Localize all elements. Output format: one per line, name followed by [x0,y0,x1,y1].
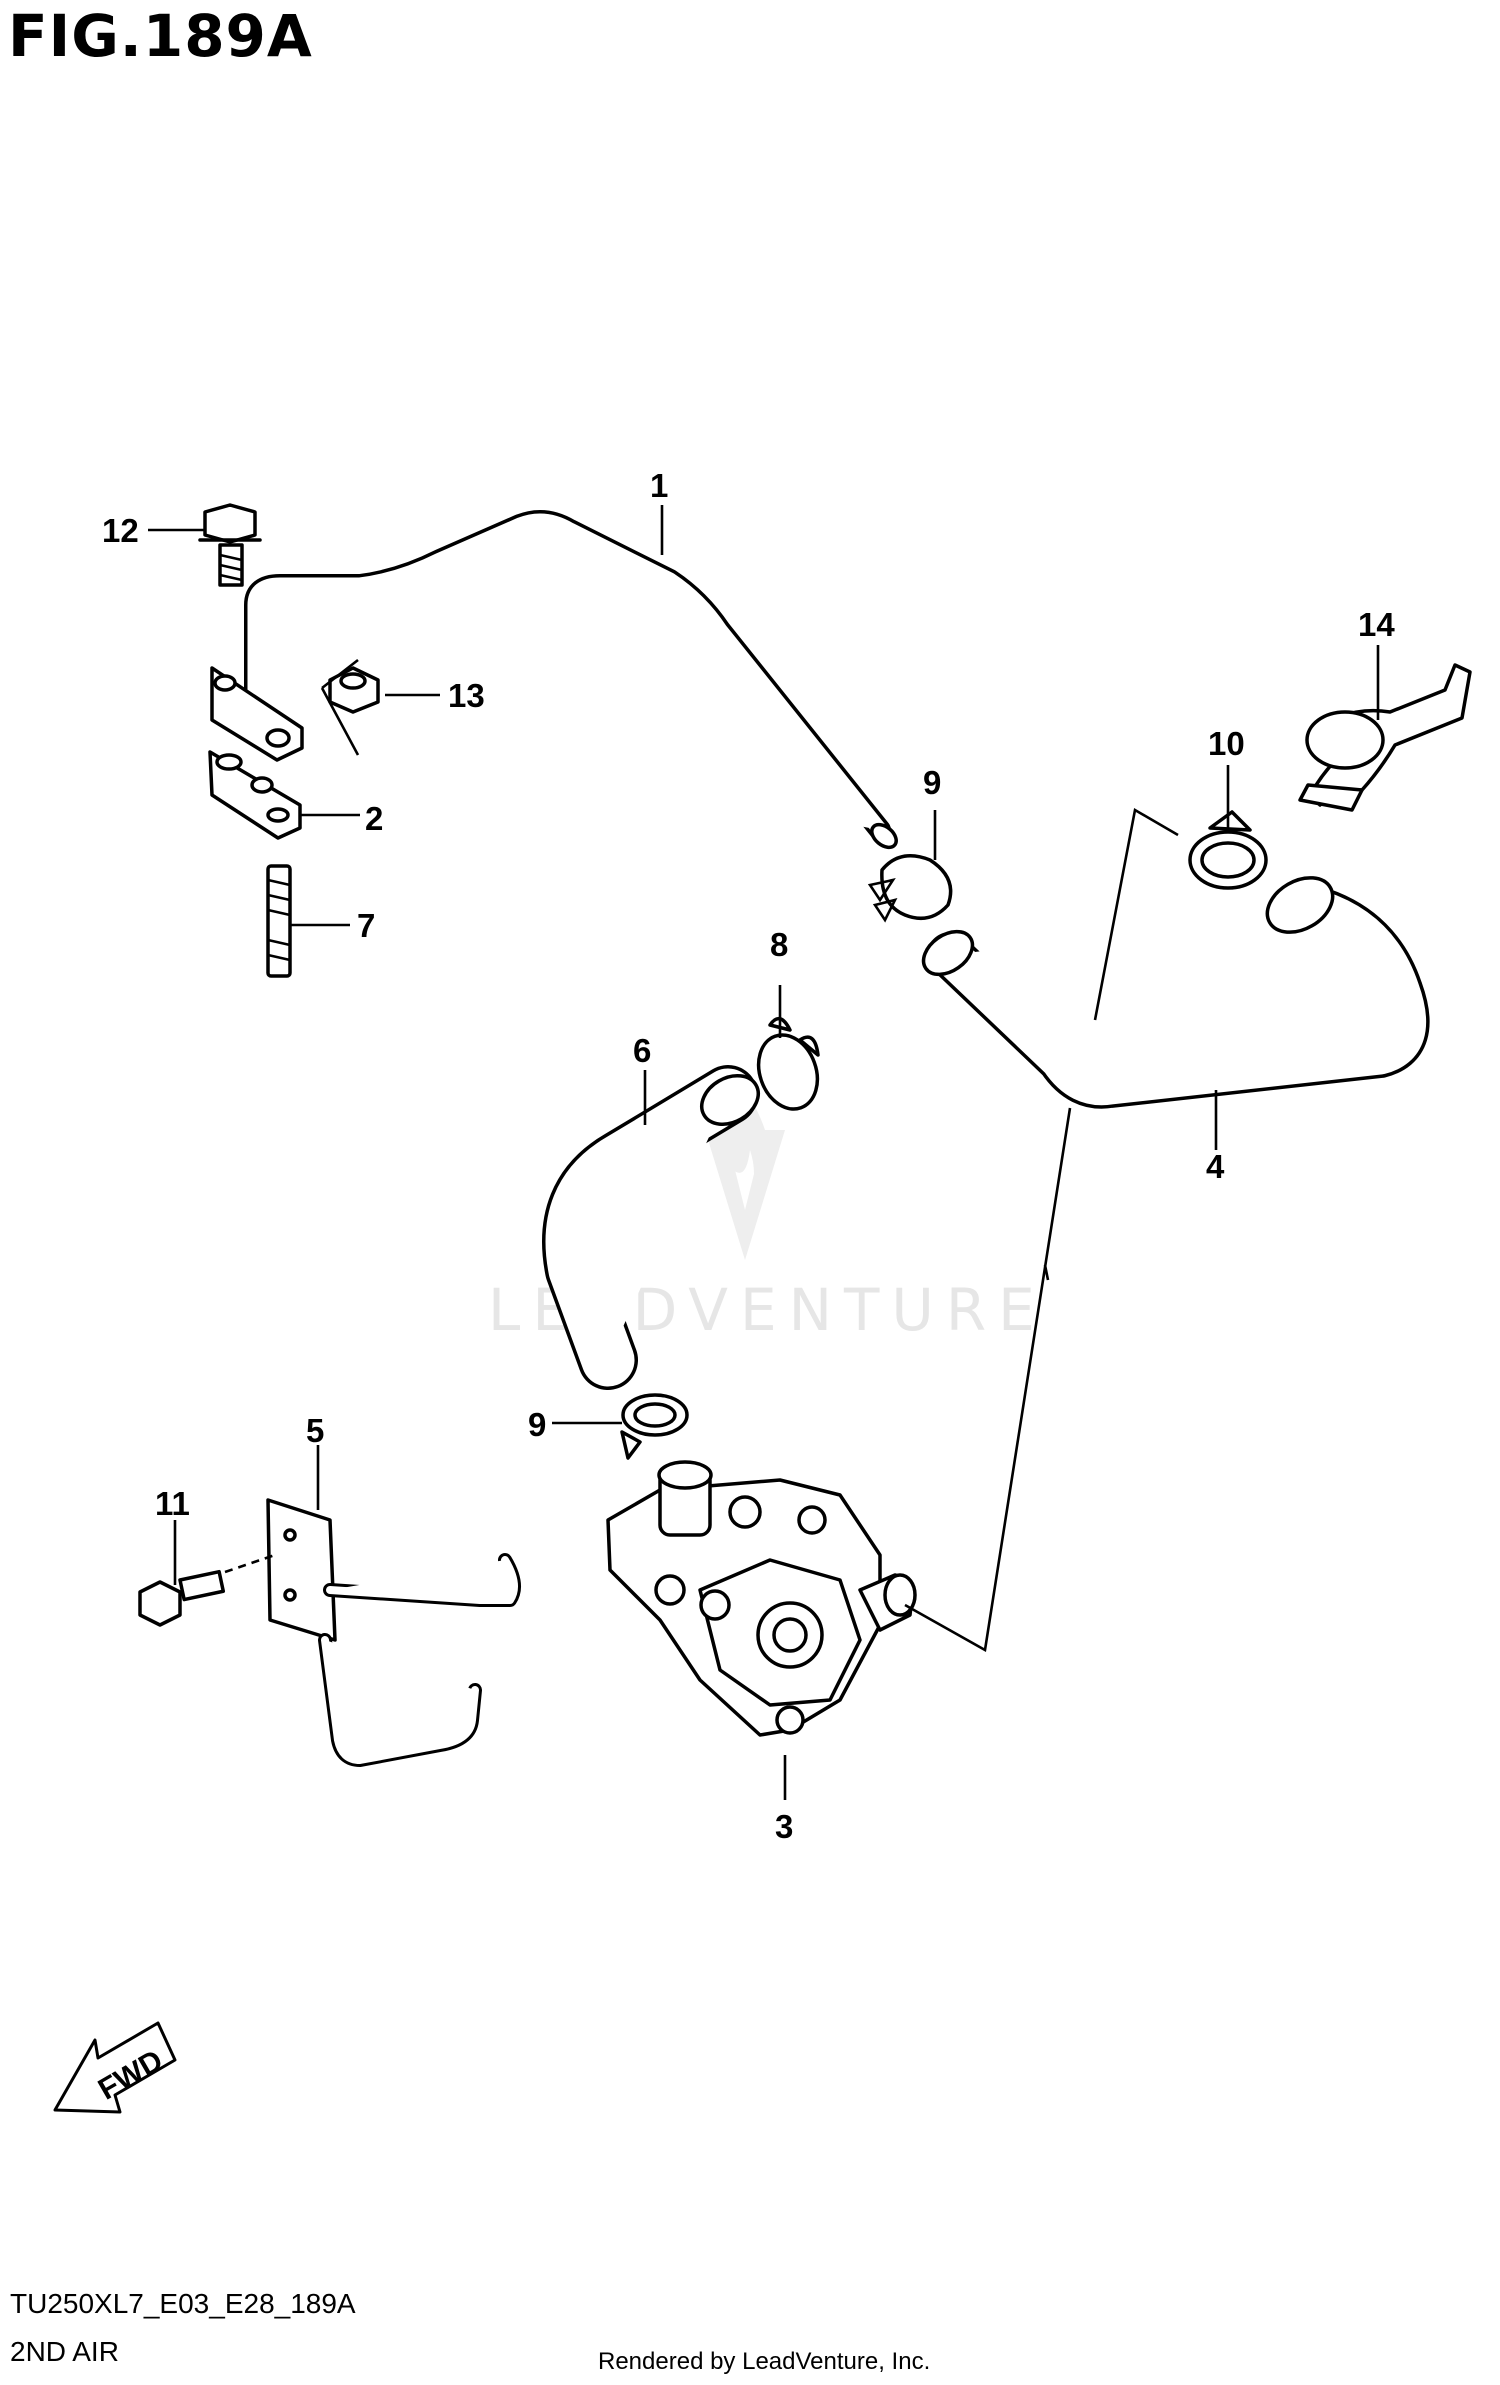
part-10-clamp[interactable] [1188,810,1268,890]
part-3-valve-assembly[interactable] [606,1107,1072,1737]
part-14-clip[interactable] [1298,663,1472,812]
part-4-hose[interactable] [916,867,1430,1109]
part-12-bolt[interactable] [198,503,262,587]
callout-labels: 1 2 3 4 5 6 7 8 9 9 10 11 12 13 14 [102,467,1395,1845]
callout-14[interactable]: 14 [1358,606,1395,643]
callout-6[interactable]: 6 [633,1032,651,1069]
part-7-stud[interactable] [266,864,292,978]
callout-13[interactable]: 13 [448,677,485,714]
leader-lines [148,505,1380,1800]
figure-title: FIG.189A [8,2,313,70]
part-11-bolt[interactable] [138,1553,276,1627]
model-code: TU250XL7_E03_E28_189A [10,2288,356,2319]
rendered-by-credit: Rendered by LeadVenture, Inc. [598,2348,931,2375]
callout-7[interactable]: 7 [357,907,375,944]
callout-4[interactable]: 4 [1206,1148,1225,1185]
part-9-clamp-upper[interactable] [867,854,953,923]
part-5-bracket[interactable] [266,1498,521,1767]
part-9-clamp-lower[interactable] [620,1393,689,1460]
part-2-gasket[interactable] [208,750,302,840]
callout-11[interactable]: 11 [155,1485,190,1522]
part-6-hose[interactable] [542,1065,767,1390]
section-name: 2ND AIR [10,2336,119,2367]
callout-1[interactable]: 1 [650,467,668,504]
part-1-pipe[interactable] [210,510,901,852]
callout-8[interactable]: 8 [770,926,788,963]
callout-9-upper[interactable]: 9 [923,764,941,801]
callout-12[interactable]: 12 [102,512,139,549]
callout-2[interactable]: 2 [365,800,383,837]
fwd-direction-arrow: FWD [53,2021,177,2114]
callout-9-lower[interactable]: 9 [528,1406,546,1443]
part-13-nut[interactable] [320,658,380,756]
callout-10[interactable]: 10 [1208,725,1245,762]
callout-3[interactable]: 3 [775,1808,793,1845]
part-8-cap[interactable] [749,1016,828,1118]
callout-5[interactable]: 5 [306,1412,324,1449]
